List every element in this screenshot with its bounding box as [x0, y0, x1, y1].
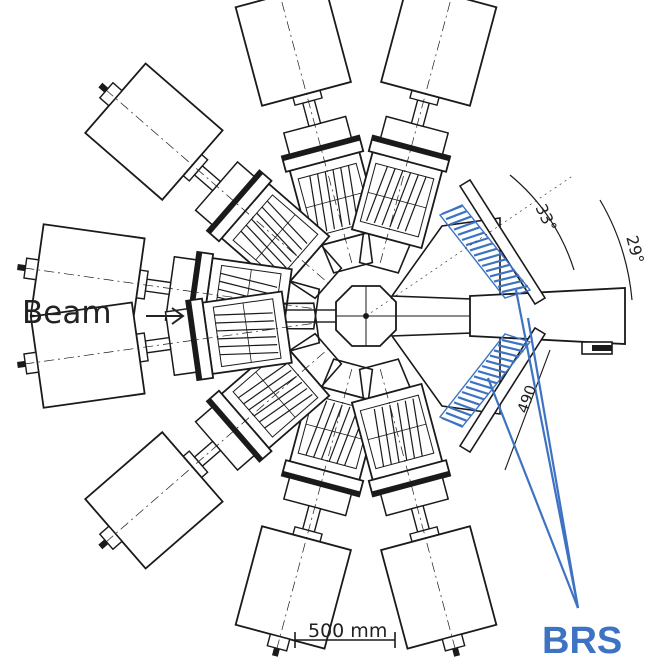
brs-hatch-line: [457, 226, 480, 236]
brs-hatch-line: [501, 284, 529, 294]
beam-label: Beam: [22, 295, 112, 331]
scale-bar-label: 500 mm: [308, 620, 388, 642]
brs-hatch-line: [445, 411, 467, 422]
angle-29-label: 29°: [622, 233, 648, 265]
brs-hatch-line: [485, 263, 511, 273]
brs-hatch-line: [477, 252, 502, 262]
brs-hatch-line: [461, 390, 485, 401]
brs-hatch-line: [457, 396, 480, 406]
brs-hatch-line: [481, 258, 507, 268]
brs-section: [390, 178, 626, 454]
brs-hatch-line: [453, 401, 476, 412]
brs-hatch-line: [493, 274, 520, 283]
brs-hatch-line: [497, 344, 524, 353]
brs-hatch-line: [481, 364, 507, 374]
brs-hatch-line: [485, 359, 511, 369]
brs-hatch-line: [501, 338, 529, 348]
brs-hatch-line: [497, 279, 524, 288]
brs-hatch-line: [453, 220, 476, 231]
right-arrow-icon: [146, 307, 185, 325]
brs-hatch-line: [473, 375, 498, 385]
brs-hatch-line: [469, 242, 494, 252]
brs-hatch-line: [465, 236, 489, 247]
brs-hatch-line: [493, 349, 520, 358]
brs-hatch-line: [449, 406, 472, 417]
brs-hatch-line: [445, 210, 467, 221]
brs-hatch-line: [477, 370, 502, 380]
brs-hatch-line: [473, 247, 498, 257]
length-490-label: 490: [514, 383, 541, 416]
brs-label: BRS: [542, 620, 623, 662]
brs-hatch-line: [469, 380, 494, 390]
brs-hatch-line: [489, 268, 516, 278]
brs-hatch-line: [465, 385, 489, 396]
brs-hatch-line: [449, 215, 472, 226]
brs-hatch-line: [489, 354, 516, 364]
brs-hatch-line: [461, 231, 485, 242]
